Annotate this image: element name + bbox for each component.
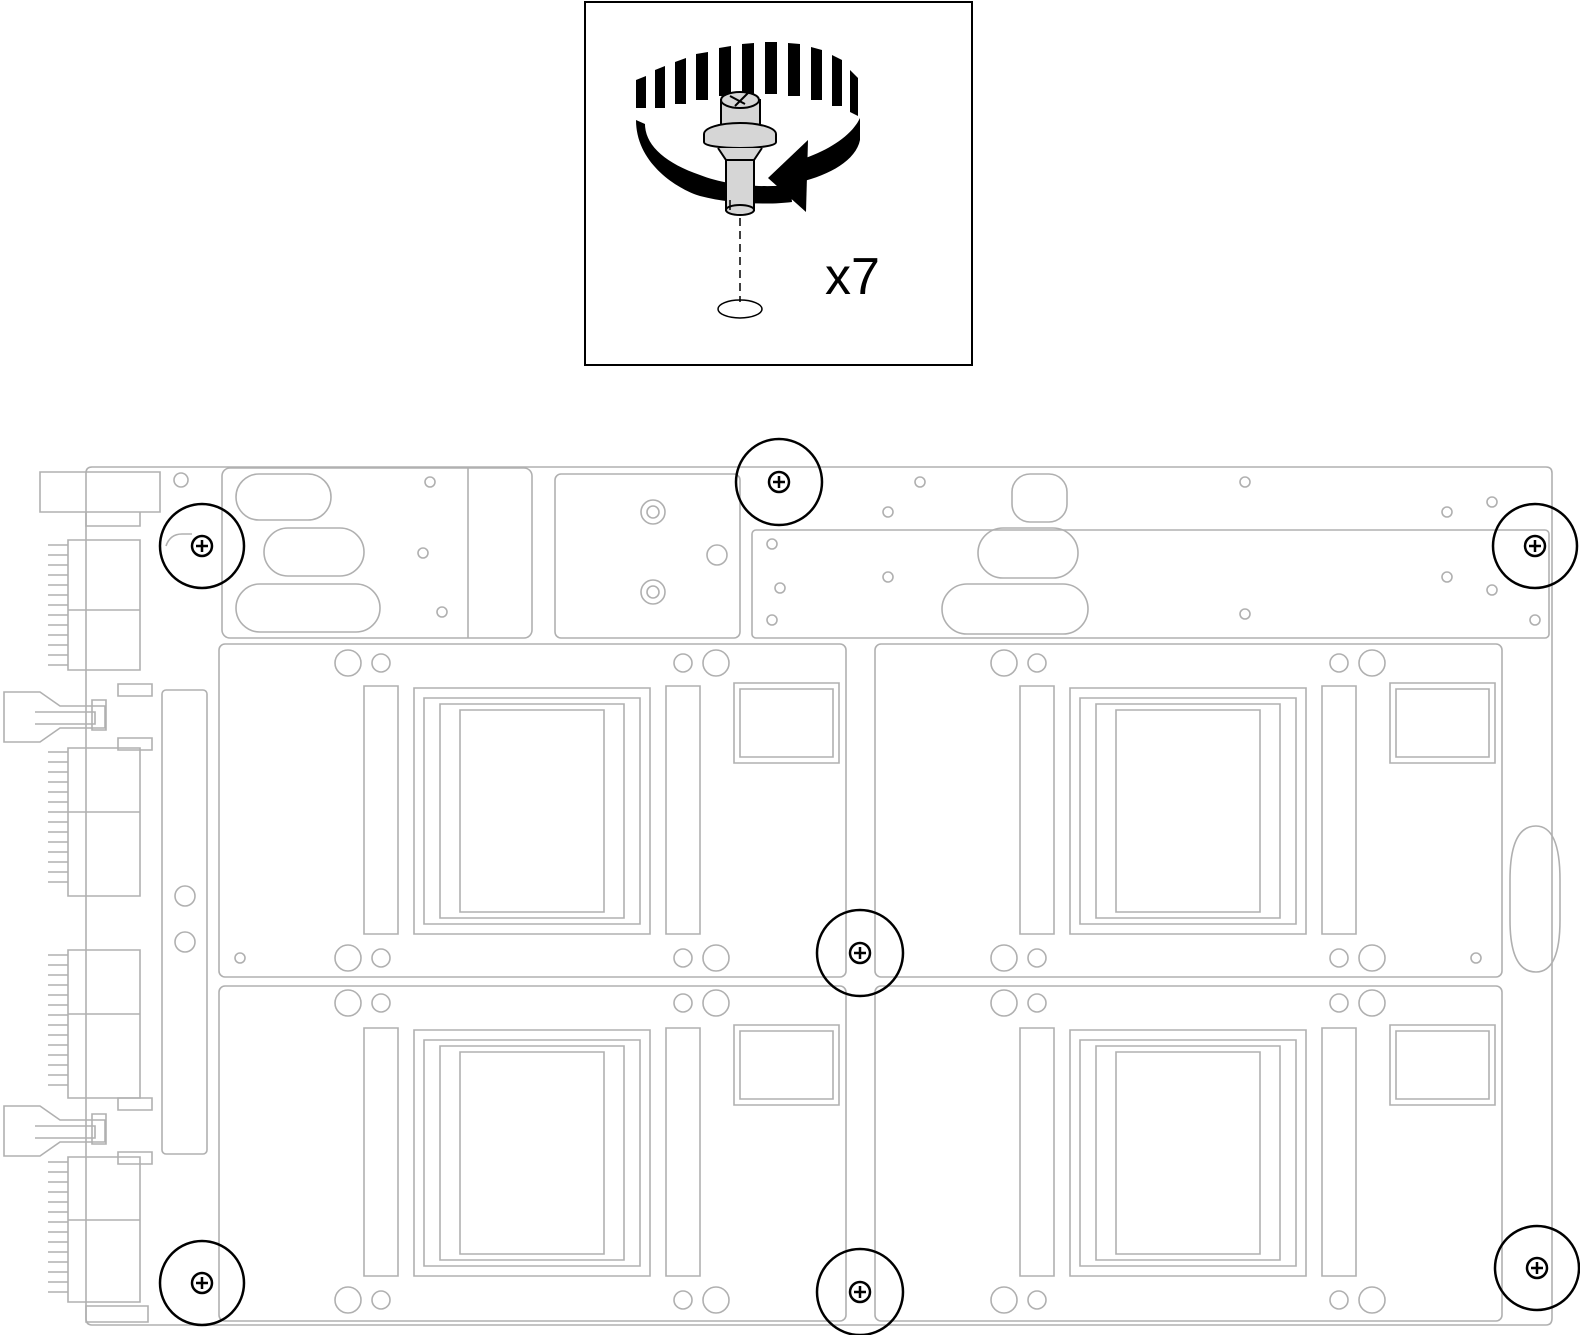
gpu-module-bottom-right [875,986,1502,1321]
screw-highlight-center [815,908,905,998]
gpu-module-bottom-left [219,986,846,1321]
left-stiffener-bar [162,690,207,1154]
screw-highlight-bottom-right [1493,1224,1580,1312]
screw-highlight-top-left [158,502,246,590]
quantity-label: x7 [825,248,880,306]
edge-connectors [68,540,140,1302]
screw-highlight-bottom-center [815,1247,905,1335]
gpu-module-top-left [219,644,846,977]
connector-pins [48,545,68,1292]
gpu-module-top-right [875,644,1502,977]
latch-handle-top [4,684,152,750]
gpu-board [4,467,1560,1325]
top-panel-2 [555,474,740,638]
screw-highlight-top-right [1491,502,1579,590]
captive-screw-icon [703,91,777,216]
top-panel-3 [752,530,1549,638]
right-notch [1510,826,1560,972]
screw-highlight-top-center [734,437,824,527]
rotate-counterclockwise-arrow-icon [636,42,860,212]
top-left-tab [40,472,160,512]
highlighted-screws [158,437,1580,1335]
board-outline [86,467,1552,1325]
top-panel-1 [222,468,532,638]
screw-hole-icon [717,299,763,319]
screw-highlight-bottom-left [158,1239,246,1327]
screw-callout: x7 [584,1,973,366]
latch-handle-bottom [4,1098,152,1164]
